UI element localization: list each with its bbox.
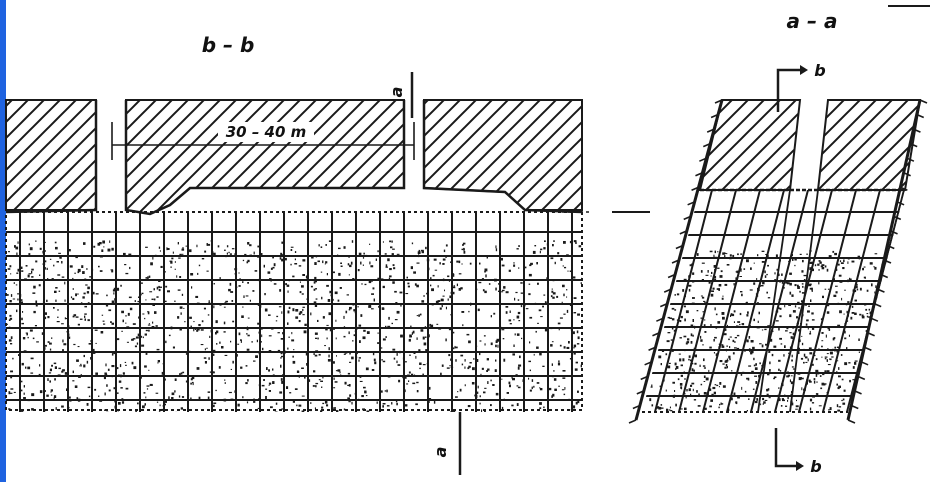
cut-line-b-top: [776, 68, 800, 112]
aa-overburden-right: [816, 99, 922, 191]
aa-overburden-left: [698, 99, 802, 191]
dimension-label: 30 – 40 m: [226, 123, 307, 141]
cut-mark-a-top: a: [387, 87, 406, 98]
gallery-edge-2: [124, 100, 406, 216]
left-edge-bar: [0, 0, 6, 482]
section-bb-title: b – b: [202, 33, 255, 57]
cut-mark-a-bottom: a: [431, 447, 450, 458]
overburden-block-1: [5, 99, 97, 211]
overburden-block-2: [125, 99, 405, 216]
section-aa-title: a – a: [787, 9, 838, 33]
cut-mark-b-top: b: [814, 61, 825, 80]
ore-grid-border: [5, 211, 583, 411]
cut-line-b-bottom: [774, 428, 796, 468]
aa-ore-grid: [642, 190, 905, 412]
section-bb: 30 – 40 m a a b – b: [5, 33, 583, 475]
ore-grid: [6, 212, 582, 412]
cut-mark-b-bottom: b: [810, 457, 821, 476]
overburden-block-3: [423, 99, 583, 211]
section-aa: b b a – a: [628, 9, 928, 476]
gallery-edge-3: [422, 100, 583, 214]
aa-wall-ticks: [628, 99, 928, 424]
